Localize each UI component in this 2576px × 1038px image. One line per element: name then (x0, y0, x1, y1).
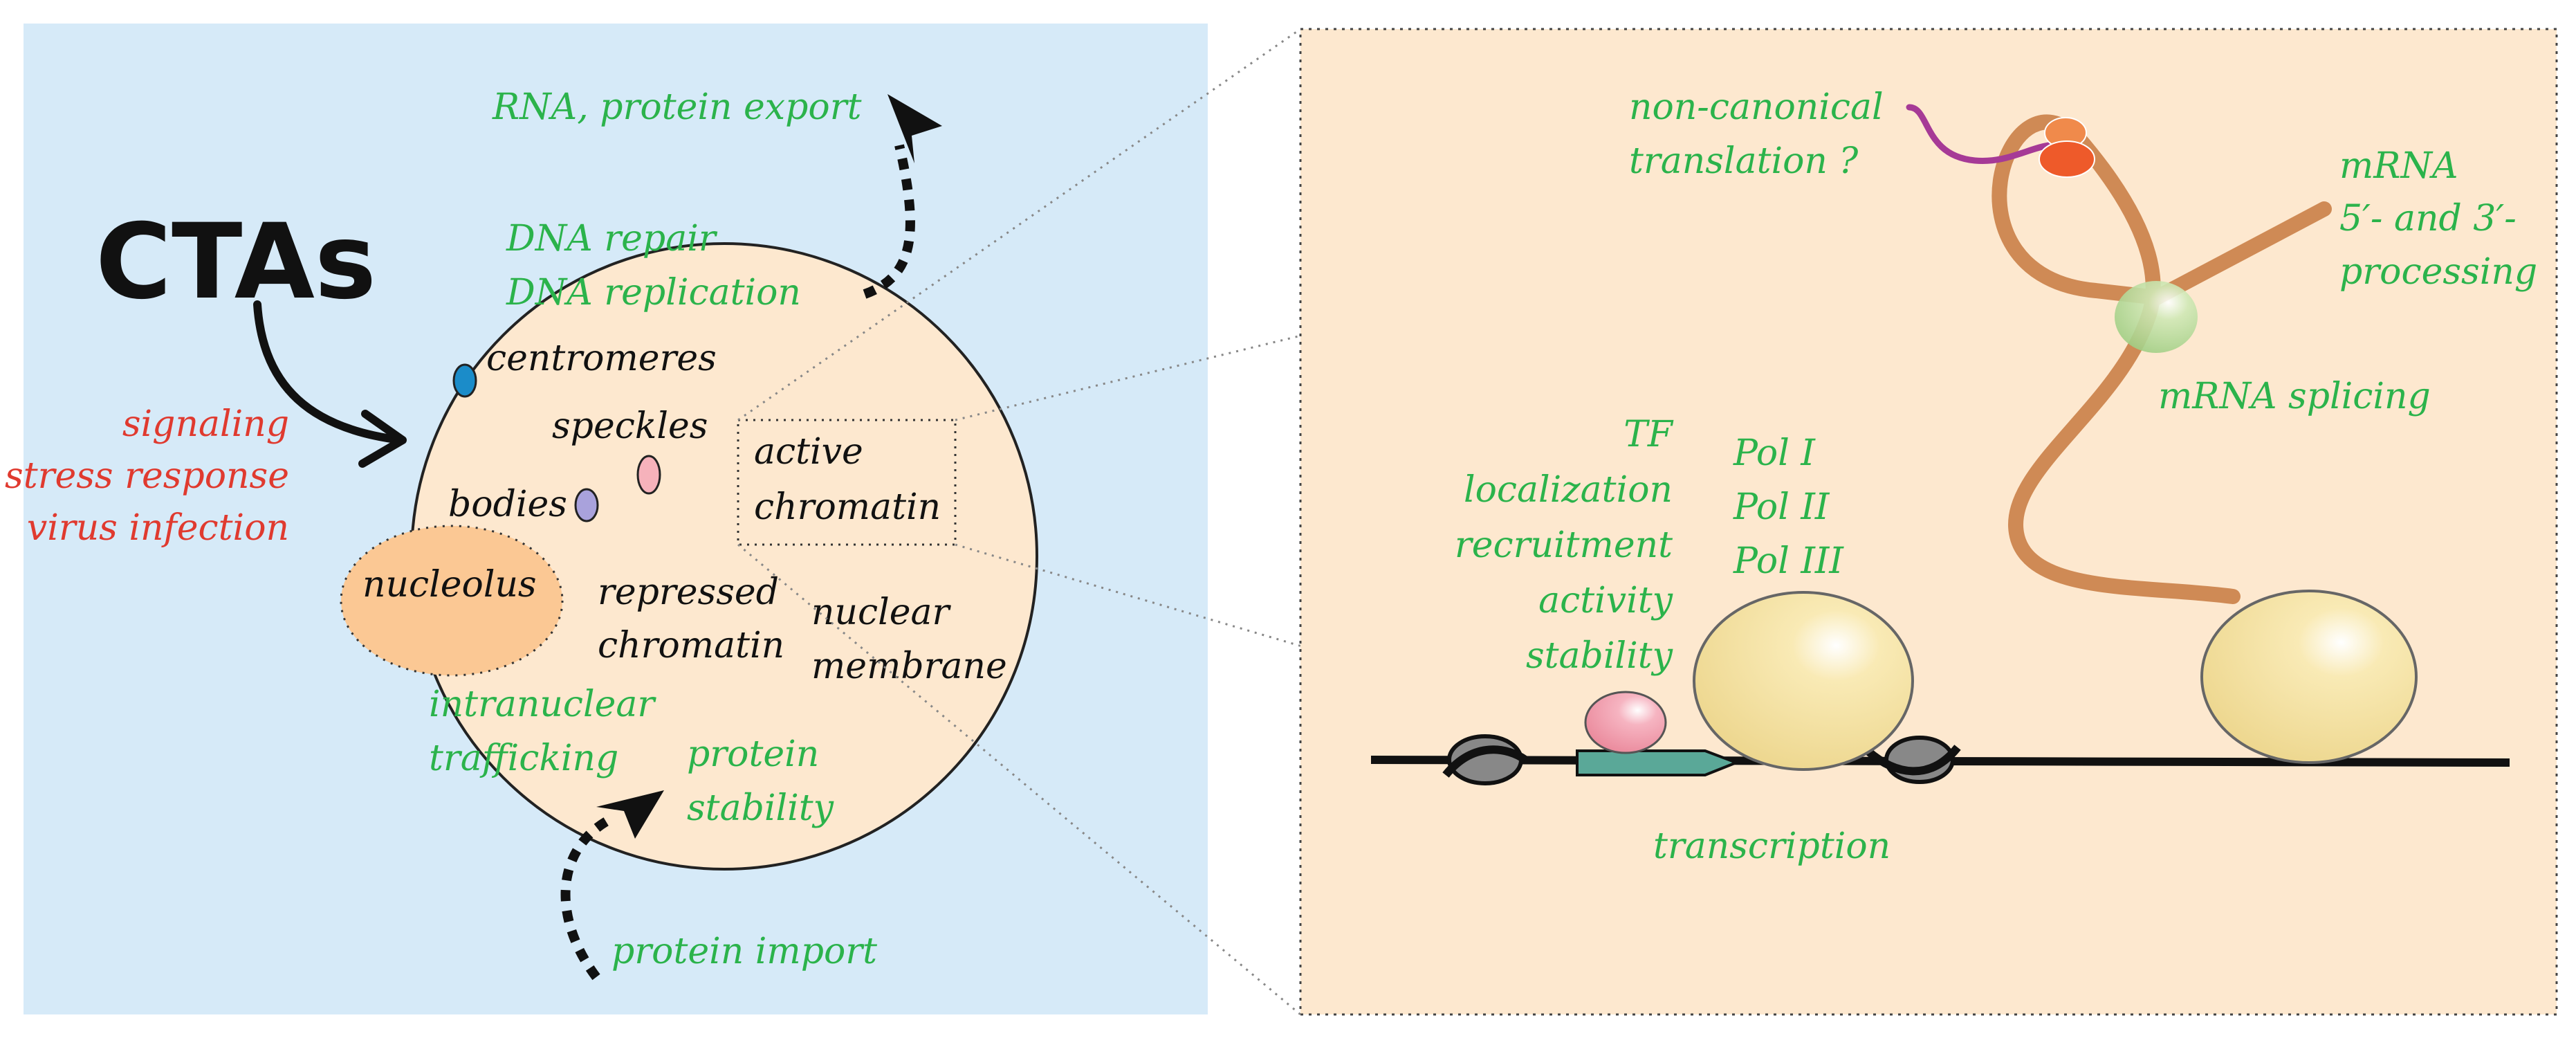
signal-label: stress response (5, 455, 289, 497)
export-arrowhead (887, 94, 942, 163)
ribosome-large-subunit (2039, 140, 2095, 178)
polymerase (1693, 591, 1914, 771)
nucleolus-label: nucleolus (362, 564, 537, 606)
active-chromatin-label: chromatin (754, 486, 941, 528)
nuclear-membrane-label: membrane (811, 646, 1007, 687)
tf-label: TF (1623, 414, 1674, 455)
zoom-line (955, 28, 2557, 421)
trafficking-label: trafficking (429, 738, 618, 779)
zoom-line (737, 28, 1301, 421)
mrna-processing-label: mRNA (2339, 145, 2458, 187)
ctas-arrow (253, 300, 405, 444)
protein-stability-label: stability (687, 787, 834, 829)
signal-label: signaling (122, 403, 289, 445)
right-panel-background (1299, 28, 2558, 1016)
repressed-chromatin-label: chromatin (598, 625, 784, 666)
centromeres-label: centromeres (486, 338, 717, 379)
nuclear-membrane-label: nuclear (811, 592, 952, 633)
polymerase-label: Pol I (1733, 432, 1816, 474)
dna-function-label: DNA replication (506, 272, 801, 313)
export-arrow (863, 144, 915, 299)
nucleosome-right (1865, 736, 1961, 784)
active-chromatin-box (737, 419, 957, 546)
tf-label: recruitment (1455, 525, 1673, 566)
nascent-peptide (1906, 104, 2052, 164)
mrna-processing-label: 5′- and 3′- (2339, 198, 2517, 239)
speckle-dot (636, 455, 661, 495)
nucleosome-left (1442, 734, 1528, 785)
transcription-factor (1584, 691, 1667, 754)
spliceosome (2115, 281, 2198, 353)
tf-label: activity (1538, 580, 1673, 621)
import-label: protein import (611, 931, 877, 972)
nucleolus-shape (340, 525, 564, 677)
bodies-label: bodies (448, 484, 567, 525)
body-dot (574, 488, 599, 522)
trafficking-label: intranuclear (429, 684, 656, 725)
active-chromatin-label: active (754, 431, 863, 473)
centromere-dot (452, 363, 477, 398)
mrna-splicing-label: mRNA splicing (2158, 376, 2431, 417)
translation-label: translation ? (1629, 140, 1859, 182)
mrna-processing-label: processing (2339, 251, 2537, 293)
ctas-arrowhead (358, 410, 407, 468)
repressed-chromatin-label: repressed (598, 572, 779, 613)
polymerase-elongating (2200, 590, 2418, 764)
transcription-label: transcription (1653, 826, 1890, 867)
tf-label: localization (1464, 469, 1673, 511)
import-arrowhead (596, 790, 664, 839)
polymerase-label: Pol II (1733, 486, 1830, 528)
gene-element (1576, 749, 1740, 776)
ctas-title: CTAs (95, 202, 376, 322)
protein-stability-label: protein (687, 734, 819, 775)
zoom-line (737, 543, 1301, 1016)
polymerase-label: Pol III (1733, 540, 1844, 582)
dna-function-label: DNA repair (506, 218, 718, 260)
import-arrow (560, 815, 611, 981)
export-label: RNA, protein export (492, 86, 862, 128)
signal-label: virus infection (27, 507, 289, 549)
translation-label: non-canonical (1629, 86, 1884, 128)
speckles-label: speckles (552, 406, 708, 447)
tf-label: stability (1526, 635, 1673, 677)
